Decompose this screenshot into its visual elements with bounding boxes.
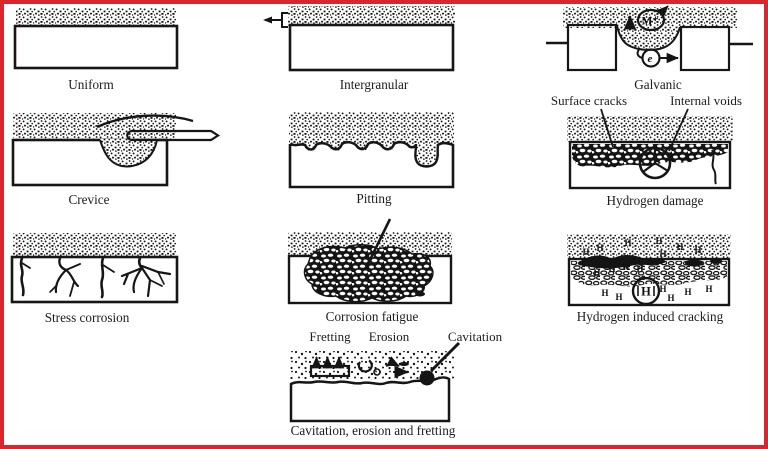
svg-text:H: H: [636, 264, 643, 274]
svg-text:H: H: [582, 247, 589, 257]
label-erosion: Erosion: [369, 329, 410, 344]
svg-text:H: H: [659, 249, 666, 259]
metal-ion-circle: [636, 8, 666, 32]
svg-text:H: H: [593, 268, 600, 278]
damaged-zone: [572, 144, 728, 168]
galvanic-electrolyte-layer: [563, 7, 737, 28]
label-stress-corrosion: Stress corrosion: [45, 310, 130, 325]
fretting-arrows: [311, 356, 345, 369]
svg-text:H: H: [615, 292, 622, 302]
panel-galvanic: M⁺ e Galvanic: [546, 5, 753, 92]
uniform-corrosion-layer: [16, 8, 176, 26]
crevice-corrosion-layer: [13, 113, 176, 140]
eroded-metal-block: [289, 376, 451, 423]
label-surface-cracks: Surface cracks: [551, 93, 627, 108]
panel-hydrogen-induced-cracking: H H H H H H H H H H H H H H H H H H Hydr…: [567, 234, 731, 324]
panel-hydrogen-damage: Surface cracks Internal voids Hydrogen d…: [551, 93, 742, 208]
hydrogen-atoms-above: H H H H H H H: [582, 236, 701, 259]
label-intergranular: Intergranular: [340, 77, 409, 92]
svg-text:H: H: [694, 245, 701, 255]
label-uniform: Uniform: [68, 77, 114, 92]
deposit-arc: [96, 114, 194, 129]
depth-indicator-icon: [263, 12, 288, 28]
crevice-plate: [126, 129, 221, 142]
svg-text:H: H: [659, 284, 666, 294]
hydrogen-molecule-circle: [631, 276, 661, 306]
label-hydrogen-induced-cracking: Hydrogen induced cracking: [577, 309, 724, 324]
label-cavitation: Cavitation: [448, 329, 503, 344]
metal-ion-symbol: M⁺: [642, 16, 659, 28]
label-crevice: Crevice: [68, 192, 109, 207]
label-internal-voids: Internal voids: [670, 93, 742, 108]
erosion-swirls: [357, 356, 410, 379]
ion-exit-arrow: [657, 5, 669, 17]
cathode-block: [679, 25, 731, 72]
svg-text:H: H: [596, 243, 603, 253]
hydrogen-damage-metal-block: [568, 140, 732, 190]
cavitation-blob: [419, 370, 435, 386]
panel-uniform: Uniform: [13, 8, 179, 92]
panel-corrosion-fatigue: Corrosion fatigue: [287, 218, 453, 324]
label-galvanic: Galvanic: [634, 77, 682, 92]
fatigue-damage-mass: [303, 244, 434, 303]
electron-path: [636, 47, 643, 59]
electron-circle: [641, 48, 661, 68]
panel-stress-corrosion: Stress corrosion: [10, 233, 179, 325]
electron-symbol: e: [648, 53, 653, 65]
svg-text:H: H: [655, 236, 662, 246]
stress-corrosion-layer: [13, 233, 176, 257]
edge-crack: [711, 149, 717, 185]
panel-intergranular: Intergranular: [263, 6, 455, 92]
internal-voids-leader: [668, 108, 689, 152]
internal-void-circle: [638, 146, 672, 180]
branching-cracks: [19, 256, 172, 299]
hydrogen-damage-corrosion-layer: [567, 116, 733, 142]
surface-cracks-leader: [600, 108, 614, 148]
panel-crevice: Crevice: [11, 113, 221, 207]
intergranular-metal-block: [288, 23, 455, 72]
label-cavitation-erosion-fretting: Cavitation, erosion and fretting: [291, 423, 456, 438]
panel-cavitation-erosion-fretting: Fretting Erosion Cavitation Cavitation, …: [289, 329, 503, 438]
hic-corrosion-layer: [567, 234, 731, 258]
svg-text:H: H: [705, 284, 712, 294]
label-hydrogen-damage: Hydrogen damage: [606, 193, 703, 208]
panel-pitting: Pitting: [288, 112, 455, 206]
crevice-metal-block: [11, 138, 169, 187]
fatigue-crack-line: [366, 218, 392, 265]
hydrogen-molecule-symbol: H: [641, 285, 651, 299]
label-corrosion-fatigue: Corrosion fatigue: [326, 309, 419, 324]
svg-text:H: H: [608, 264, 615, 274]
label-fretting: Fretting: [309, 329, 351, 344]
svg-text:H: H: [624, 238, 631, 248]
intergranular-corrosion-layer: [288, 6, 455, 26]
svg-text:H: H: [676, 242, 683, 252]
svg-text:H: H: [667, 293, 674, 303]
stress-corrosion-metal-block: [10, 255, 179, 304]
uniform-metal-block: [13, 24, 179, 70]
pitting-metal-block: [290, 142, 453, 187]
cavitation-leader: [429, 341, 461, 373]
svg-text:H: H: [622, 262, 629, 272]
hic-crack-blob: [578, 254, 666, 269]
hydrogen-atoms-inside: H H H H H H H H H H: [593, 262, 712, 303]
label-pitting: Pitting: [356, 191, 392, 206]
svg-text:H: H: [601, 288, 608, 298]
svg-text:H: H: [684, 287, 691, 297]
anode-block: [566, 23, 618, 72]
